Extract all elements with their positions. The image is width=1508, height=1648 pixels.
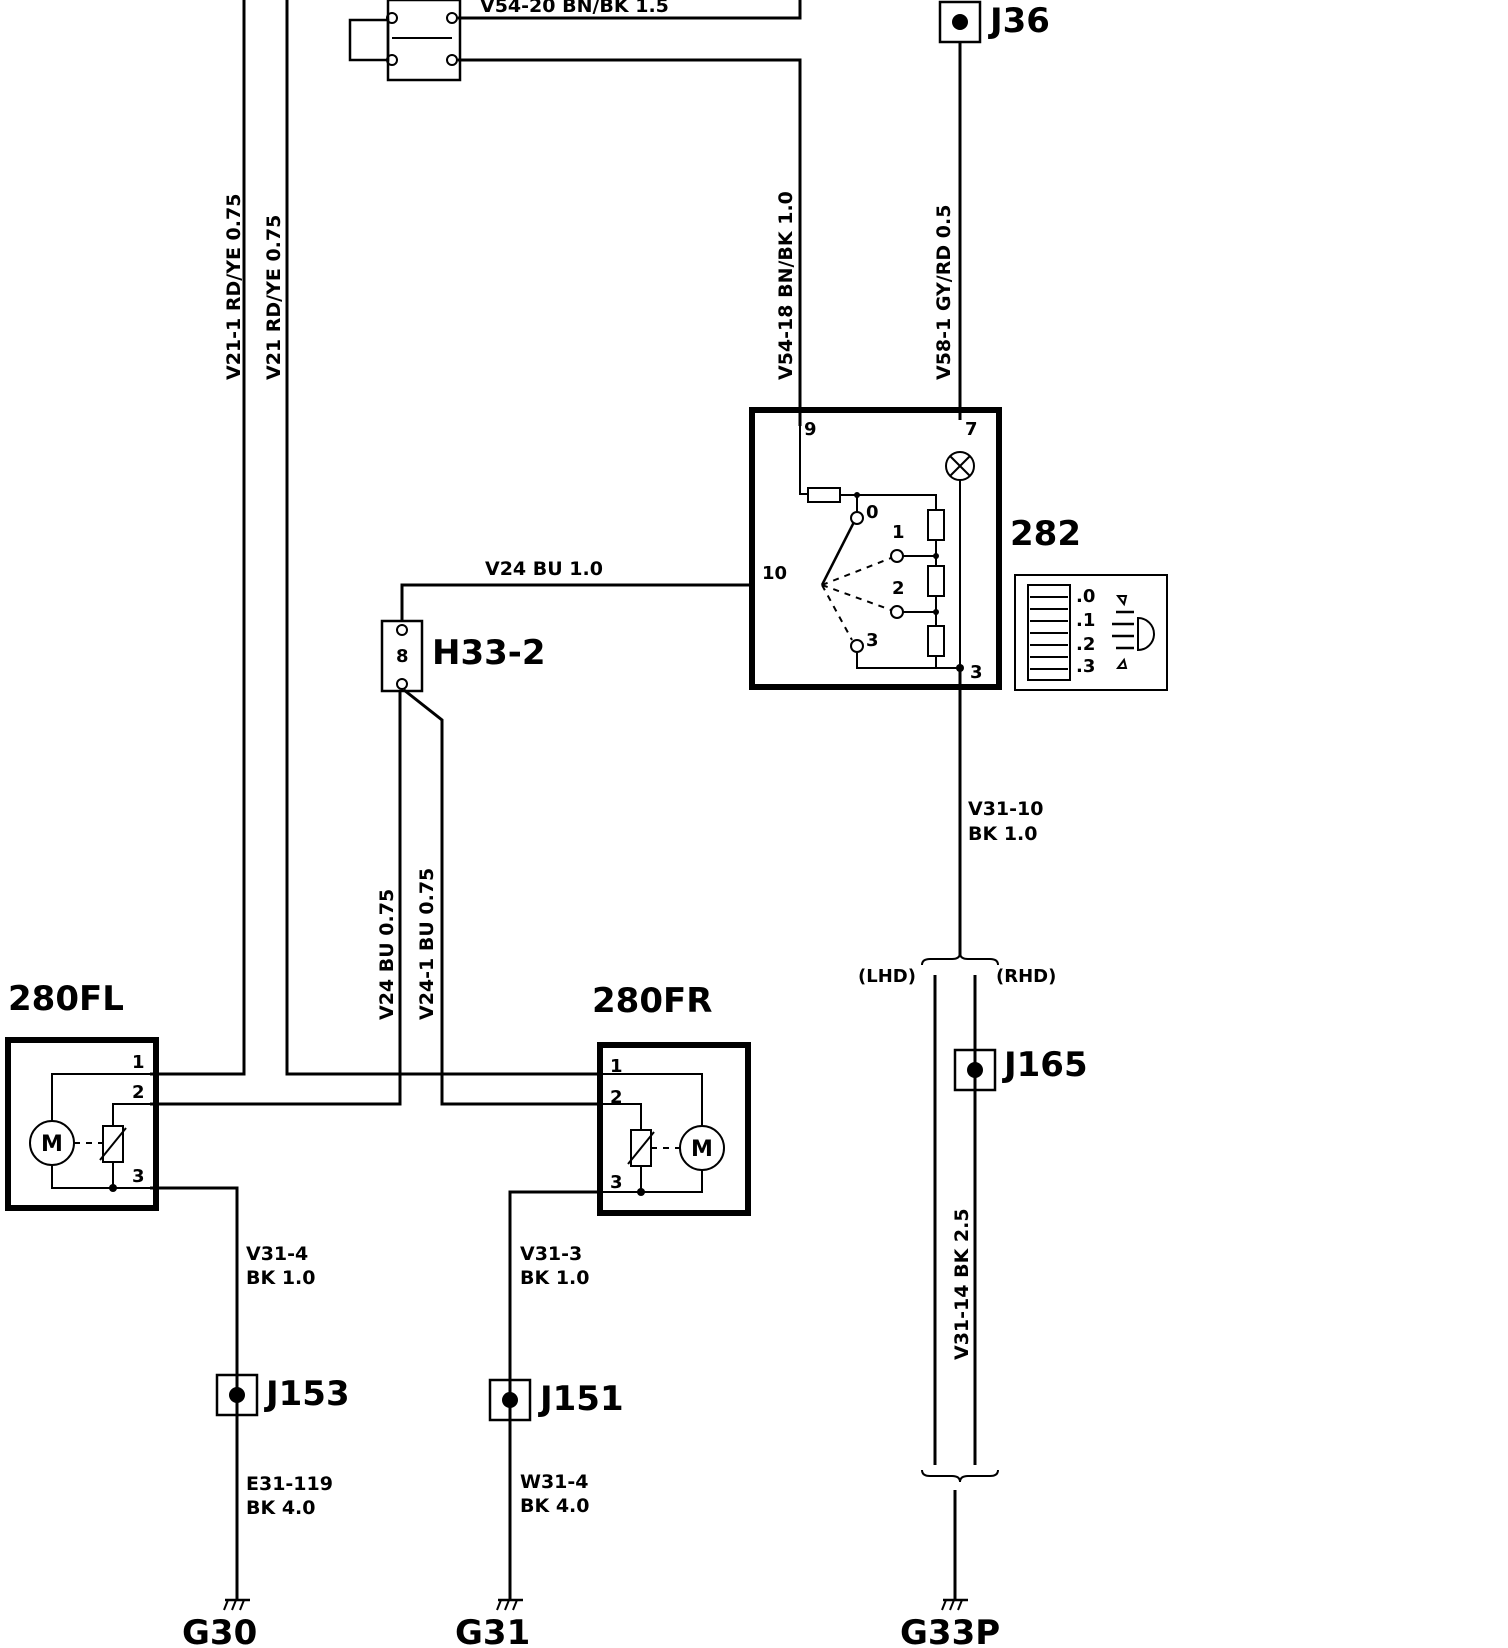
pin-282-3: 3 bbox=[970, 662, 983, 683]
pin-280fr-3: 3 bbox=[610, 1172, 623, 1193]
wire-v24-top bbox=[400, 583, 752, 621]
switch-pos-1: 1 bbox=[892, 522, 905, 543]
wire-label-v58-1: V58-1 GY/RD 0.5 bbox=[933, 205, 955, 380]
ground-icon bbox=[496, 1598, 523, 1611]
wire-282-pin9 bbox=[799, 426, 808, 495]
label-h33-2: H33-2 bbox=[432, 633, 546, 673]
component-280fl-box bbox=[5, 1037, 159, 1211]
switch-pos-3: 3 bbox=[866, 630, 879, 651]
headlight-leveling-legend: .0 .1 .2 .3 bbox=[1014, 574, 1168, 691]
connector-j151 bbox=[488, 1378, 532, 1422]
label-g31: G31 bbox=[455, 1613, 530, 1648]
motor-label-fr: M bbox=[691, 1137, 713, 1162]
lamp-icon bbox=[945, 451, 975, 481]
label-280fr: 280FR bbox=[592, 981, 712, 1021]
wire-label-v31-3-id: V31-3 bbox=[520, 1243, 582, 1265]
switch-contact-1 bbox=[890, 549, 904, 563]
wire-label-v21-1: V21-1 RD/YE 0.75 bbox=[223, 194, 245, 380]
label-g33p: G33P bbox=[900, 1613, 1000, 1648]
label-j36: J36 bbox=[988, 1, 1050, 41]
pin-280fl-2: 2 bbox=[132, 1082, 145, 1103]
pin-280fr-1: 1 bbox=[610, 1056, 623, 1077]
pin-280fr-2: 2 bbox=[610, 1087, 623, 1108]
component-280fr-box bbox=[597, 1042, 751, 1216]
wire-v21-1 bbox=[150, 0, 246, 1076]
wire-v31-4 bbox=[150, 1186, 239, 1600]
brace-top bbox=[921, 952, 999, 966]
pin-280fl-1: 1 bbox=[132, 1052, 145, 1073]
wire-label-e31-119-spec: BK 4.0 bbox=[246, 1497, 315, 1519]
wire-label-v31-4-spec: BK 1.0 bbox=[246, 1267, 315, 1289]
label-j151: J151 bbox=[538, 1379, 624, 1419]
wire-282-internal-right bbox=[950, 480, 961, 669]
switch-contact-3 bbox=[850, 639, 864, 653]
wire-label-v31-4-id: V31-4 bbox=[246, 1243, 308, 1265]
headlight-icon bbox=[1112, 595, 1155, 669]
legend-pos-3: .3 bbox=[1076, 656, 1095, 677]
wire-label-w31-4-spec: BK 4.0 bbox=[520, 1495, 589, 1517]
motor-label-fl: M bbox=[41, 1132, 63, 1157]
pin-282-7: 7 bbox=[965, 419, 978, 440]
ladder-resistor-icon bbox=[927, 509, 945, 541]
resistor-icon bbox=[807, 487, 841, 503]
wire-label-v54-18: V54-18 BN/BK 1.0 bbox=[775, 191, 797, 380]
label-282: 282 bbox=[1010, 514, 1081, 554]
legend-pos-0: .0 bbox=[1076, 586, 1095, 607]
wire-label-v54-20: V54-20 BN/BK 1.5 bbox=[480, 0, 669, 17]
label-j153: J153 bbox=[264, 1374, 350, 1414]
wire-v54-20 bbox=[458, 0, 802, 20]
wire-label-v31-3-spec: BK 1.0 bbox=[520, 1267, 589, 1289]
component-282-box bbox=[749, 407, 1002, 690]
wire-v31-3 bbox=[508, 1190, 600, 1600]
switch-wiper bbox=[820, 521, 856, 586]
wire-label-e31-119-id: E31-119 bbox=[246, 1473, 333, 1495]
ground-icon bbox=[941, 1598, 968, 1611]
wire-label-v31-10-id: V31-10 bbox=[968, 798, 1043, 820]
wire-label-v24-top: V24 BU 1.0 bbox=[485, 558, 603, 580]
pin-282-9: 9 bbox=[804, 419, 817, 440]
legend-pos-1: .1 bbox=[1076, 610, 1095, 631]
ladder-resistor-icon bbox=[927, 625, 945, 657]
wire-label-v21: V21 RD/YE 0.75 bbox=[263, 215, 285, 380]
label-280fl: 280FL bbox=[8, 979, 124, 1019]
wire-v21 bbox=[285, 0, 600, 1076]
switch-pos-0: 0 bbox=[866, 502, 879, 523]
wire-label-v24-075: V24 BU 0.75 bbox=[376, 889, 398, 1020]
wire-label-v24-1: V24-1 BU 0.75 bbox=[416, 868, 438, 1020]
wire-label-w31-4-id: W31-4 bbox=[520, 1471, 589, 1493]
wire-label-v31-14: V31-14 BK 2.5 bbox=[951, 1208, 973, 1360]
connector-j165 bbox=[953, 1048, 997, 1092]
wire-v24-075 bbox=[150, 690, 402, 1106]
wire-v24-1 bbox=[403, 688, 600, 1106]
connector-j36 bbox=[938, 0, 982, 44]
pin-282-10: 10 bbox=[762, 563, 787, 584]
label-j165: J165 bbox=[1002, 1045, 1088, 1085]
label-lhd: (LHD) bbox=[858, 966, 916, 987]
wire-label-v31-10-spec: BK 1.0 bbox=[968, 823, 1037, 845]
connector-h33-2 bbox=[380, 619, 424, 693]
ground-icon bbox=[223, 1598, 250, 1611]
wire-282-resistor-top bbox=[840, 494, 937, 510]
pin-h33-2-8: 8 bbox=[396, 646, 409, 667]
pin-280fl-3: 3 bbox=[132, 1166, 145, 1187]
connector-j153 bbox=[215, 1373, 259, 1417]
label-g30: G30 bbox=[182, 1613, 257, 1648]
wire-v54-18 bbox=[458, 58, 802, 426]
brace-bottom bbox=[921, 1469, 999, 1483]
switch-pos-2: 2 bbox=[892, 578, 905, 599]
switch-contact-2 bbox=[890, 605, 904, 619]
ladder-resistor-icon bbox=[927, 565, 945, 597]
label-rhd: (RHD) bbox=[996, 966, 1056, 987]
top-relay bbox=[348, 0, 462, 82]
legend-pos-2: .2 bbox=[1076, 634, 1095, 655]
